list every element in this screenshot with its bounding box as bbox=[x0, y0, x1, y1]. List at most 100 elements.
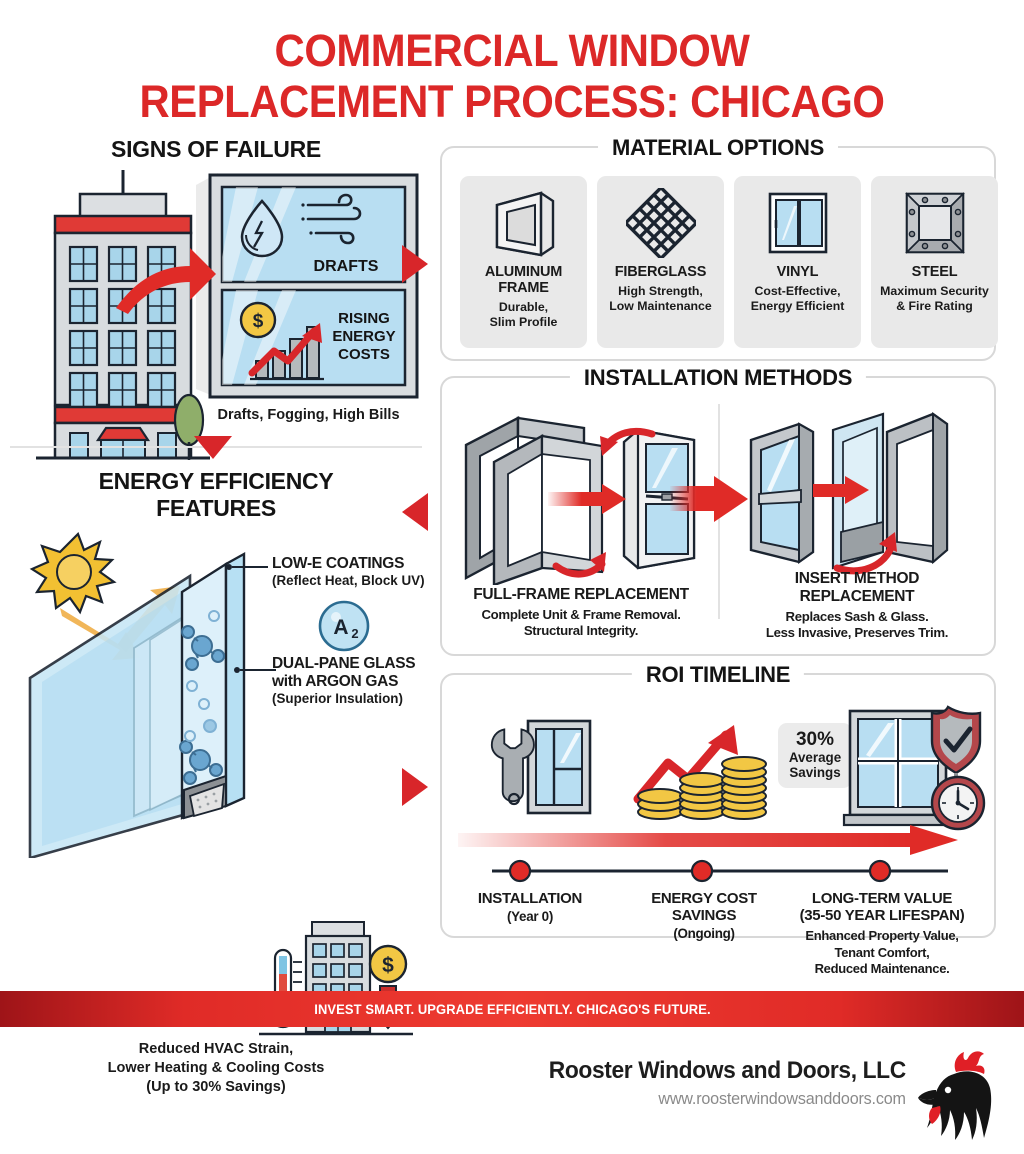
dual-pane-sub: (Superior Insulation) bbox=[272, 690, 403, 706]
steel-frame-icon bbox=[901, 186, 969, 260]
section-roi-timeline: ROI TIMELINE bbox=[440, 661, 996, 976]
rising-label-1: RISING bbox=[338, 310, 390, 327]
material-tiles: ALUMINUM FRAME Durable, Slim Profile bbox=[460, 175, 998, 348]
rising-label-2: ENERGY bbox=[332, 328, 395, 345]
material-tile-steel[interactable]: STEEL Maximum Security & Fire Rating bbox=[871, 175, 998, 348]
insert-sub-2: Less Invasive, Preserves Trim. bbox=[765, 625, 949, 641]
energy-heading-line-1: ENERGY EFFICIENCY bbox=[98, 467, 334, 494]
energy-efficiency-heading: ENERGY EFFICIENCY FEATURES bbox=[0, 468, 432, 522]
energy-efficiency-caption: Reduced HVAC Strain, Lower Heating & Coo… bbox=[20, 1040, 412, 1098]
argon-badge-icon: A 2 bbox=[318, 600, 370, 651]
dual-pane-glass-icon bbox=[28, 531, 246, 858]
aluminum-frame-icon bbox=[491, 186, 557, 260]
energy-heading-line-2: FEATURES bbox=[156, 494, 276, 521]
company-name: Rooster Windows and Doors, LLC bbox=[548, 1057, 906, 1084]
svg-text:$: $ bbox=[382, 954, 394, 977]
long-term-extra-1: Enhanced Property Value, bbox=[805, 928, 959, 944]
roi-timeline-heading: ROI TIMELINE bbox=[631, 661, 805, 688]
full-frame-sub-2: Structural Integrity. bbox=[523, 623, 639, 639]
rising-label-3: COSTS bbox=[338, 346, 390, 363]
aluminum-name-2: FRAME bbox=[498, 279, 549, 296]
callout-leader-lines bbox=[226, 563, 276, 673]
rooster-logo-icon bbox=[918, 1051, 992, 1140]
full-frame-sub-1: Complete Unit & Frame Removal. bbox=[481, 606, 681, 622]
energy-caption-3: (Up to 30% Savings) bbox=[146, 1079, 286, 1096]
material-tile-vinyl[interactable]: VINYL Cost-Effective, Energy Efficient bbox=[734, 175, 861, 348]
full-frame-replacement-icon bbox=[464, 415, 696, 585]
svg-text:2: 2 bbox=[351, 626, 358, 641]
signs-of-failure-caption: Drafts, Fogging, High Bills bbox=[217, 406, 400, 423]
callout-dual-pane: DUAL-PANE GLASS with ARGON GAS (Superior… bbox=[272, 655, 434, 707]
brand-block: Rooster Windows and Doors, LLC www.roost… bbox=[530, 1057, 906, 1109]
company-website[interactable]: www.roosterwindowsanddoors.com bbox=[658, 1089, 907, 1108]
savings-line-1: Average bbox=[788, 749, 842, 765]
long-term-value-icon bbox=[842, 704, 986, 830]
timeline-node-savings bbox=[690, 859, 714, 882]
full-frame-label: FULL-FRAME REPLACEMENT Complete Unit & F… bbox=[450, 586, 712, 640]
material-options-heading: MATERIAL OPTIONS bbox=[598, 134, 838, 161]
title-line-2: REPLACEMENT PROCESS: CHICAGO bbox=[139, 75, 885, 127]
timeline-node-long-term bbox=[868, 859, 892, 882]
steel-desc-1: Maximum Security bbox=[880, 283, 989, 298]
svg-text:A: A bbox=[333, 616, 348, 639]
connector-arrow-installation-icon bbox=[402, 492, 428, 531]
connector-arrow-roi-icon bbox=[402, 767, 428, 806]
low-e-title: LOW-E COATINGS bbox=[272, 554, 405, 572]
full-frame-label-1: FULL-FRAME REPLACEMENT bbox=[473, 585, 689, 603]
energy-cost-label-2: SAVINGS bbox=[671, 906, 737, 924]
aluminum-desc-2: Slim Profile bbox=[489, 315, 558, 330]
material-tile-fiberglass[interactable]: FIBERGLASS High Strength, Low Maintenanc… bbox=[597, 175, 724, 348]
tagline-banner: INVEST SMART. UPGRADE EFFICIENTLY. CHICA… bbox=[0, 991, 1024, 1027]
fiberglass-weave-icon bbox=[625, 186, 696, 260]
roi-progress-arrow-icon bbox=[458, 824, 958, 855]
energy-caption-2: Lower Heating & Cooling Costs bbox=[107, 1059, 325, 1076]
title-line-1: COMMERCIAL WINDOW bbox=[274, 25, 750, 76]
vinyl-name-1: VINYL bbox=[776, 263, 819, 280]
failure-window-panel: DRAFTS $ RISING ENERGY COSTS bbox=[196, 172, 419, 399]
milestone-installation: INSTALLATION (Year 0) bbox=[450, 890, 610, 926]
tree-icon bbox=[173, 393, 205, 460]
insert-label-1: INSERT METHOD bbox=[794, 569, 920, 587]
milestone-long-term-value: LONG-TERM VALUE (35-50 YEAR LIFESPAN) En… bbox=[772, 890, 992, 978]
fiberglass-name-1: FIBERGLASS bbox=[614, 263, 707, 280]
page-title: COMMERCIAL WINDOW REPLACEMENT PROCESS: C… bbox=[0, 0, 1024, 128]
milestone-energy-savings: ENERGY COST SAVINGS (Ongoing) bbox=[622, 890, 786, 943]
fiberglass-desc-1: High Strength, bbox=[618, 283, 703, 298]
material-tile-aluminum[interactable]: ALUMINUM FRAME Durable, Slim Profile bbox=[460, 175, 587, 348]
installation-label: INSTALLATION bbox=[477, 889, 583, 907]
installation-wrench-window-icon bbox=[490, 719, 592, 814]
savings-line-2: Savings bbox=[789, 764, 841, 780]
aluminum-desc-1: Durable, bbox=[498, 300, 549, 315]
insert-sub-1: Replaces Sash & Glass. bbox=[785, 608, 929, 624]
dual-pane-title-2: with ARGON GAS bbox=[272, 672, 399, 690]
aluminum-name-1: ALUMINUM bbox=[484, 263, 563, 280]
right-column: MATERIAL OPTIONS ALUMINUM FRAM bbox=[402, 128, 1024, 976]
energy-cost-label-1: ENERGY COST bbox=[651, 889, 757, 907]
office-building-icon bbox=[36, 169, 210, 460]
roi-timeline-axis bbox=[492, 859, 948, 882]
timeline-node-installation bbox=[508, 859, 532, 882]
vinyl-window-icon bbox=[764, 186, 832, 260]
content-area: SIGNS OF FAILURE bbox=[0, 128, 1024, 1095]
long-term-label-2: (35-50 YEAR LIFESPAN) bbox=[799, 906, 965, 924]
drafts-label: DRAFTS bbox=[314, 258, 379, 275]
section-installation-methods: INSTALLATION METHODS bbox=[440, 364, 996, 656]
savings-bubble: 30% Average Savings bbox=[778, 722, 852, 788]
connector-arrow-down-icon bbox=[194, 435, 232, 459]
savings-value: 30% bbox=[795, 728, 835, 750]
dual-pane-title-1: DUAL-PANE GLASS bbox=[272, 654, 416, 672]
energy-cost-sub: (Ongoing) bbox=[673, 926, 735, 942]
fiberglass-desc-2: Low Maintenance bbox=[609, 298, 712, 313]
long-term-label-1: LONG-TERM VALUE bbox=[811, 889, 953, 907]
section-signs-of-failure: SIGNS OF FAILURE bbox=[0, 136, 432, 163]
vinyl-desc-1: Cost-Effective, bbox=[754, 283, 841, 298]
steel-name-1: STEEL bbox=[911, 263, 958, 280]
callout-low-e: LOW-E COATINGS (Reflect Heat, Block UV) bbox=[272, 555, 432, 589]
installation-methods-heading: INSTALLATION METHODS bbox=[569, 364, 867, 391]
footer: Rooster Windows and Doors, LLC www.roost… bbox=[0, 1040, 1024, 1154]
sun-icon bbox=[29, 531, 117, 615]
vinyl-desc-2: Energy Efficient bbox=[750, 298, 845, 313]
low-e-sub: (Reflect Heat, Block UV) bbox=[272, 572, 425, 588]
left-column: SIGNS OF FAILURE bbox=[0, 128, 434, 1095]
